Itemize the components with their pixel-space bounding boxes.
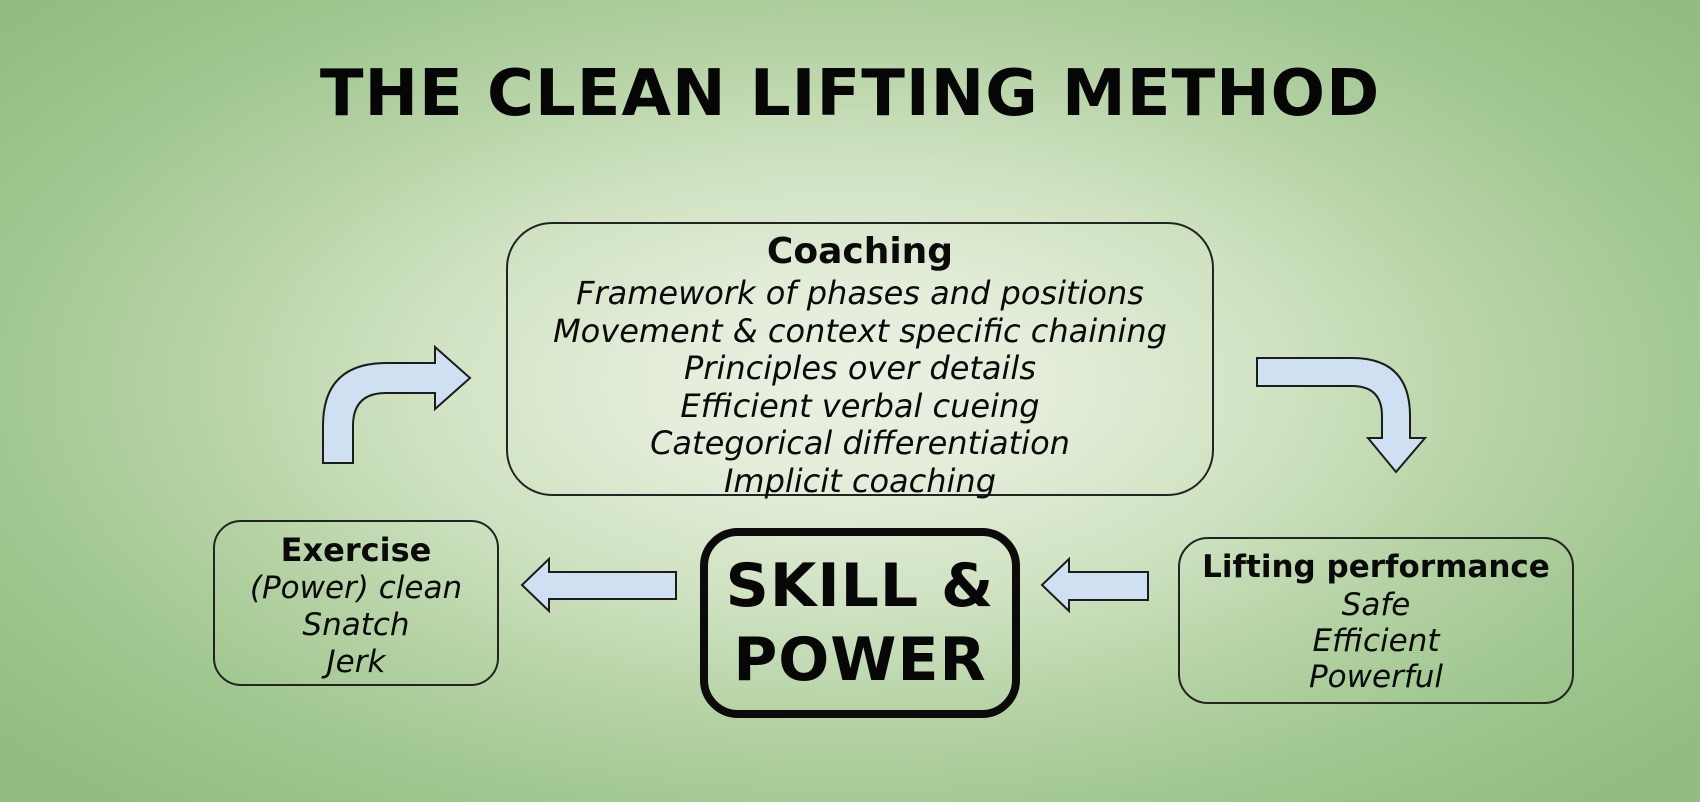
lifting-performance-item: Safe xyxy=(1341,587,1411,623)
exercise-item: (Power) clean xyxy=(249,570,463,606)
coaching-box-title: Coaching xyxy=(766,231,954,272)
exercise-box: Exercise (Power) clean Snatch Jerk xyxy=(213,520,499,686)
left-arrow-to-exercise-icon xyxy=(520,556,677,614)
bent-arrow-up-right-icon xyxy=(322,344,472,464)
lifting-performance-box-title: Lifting performance xyxy=(1202,549,1550,585)
coaching-item: Movement & context specific chaining xyxy=(553,311,1167,350)
left-arrow-to-skill-power-icon xyxy=(1040,556,1149,614)
skill-power-line: SKILL & xyxy=(725,551,995,621)
lifting-performance-box: Lifting performance Safe Efficient Power… xyxy=(1178,537,1574,704)
exercise-item: Snatch xyxy=(302,607,410,643)
coaching-item: Framework of phases and positions xyxy=(576,274,1144,312)
coaching-item: Categorical differentiation xyxy=(650,424,1070,462)
coaching-item: Implicit coaching xyxy=(723,461,997,500)
bent-arrow-right-down-icon xyxy=(1256,357,1428,474)
coaching-box: Coaching Framework of phases and positio… xyxy=(506,222,1214,499)
slide-title: THE CLEAN LIFTING METHOD xyxy=(319,57,1381,131)
exercise-box-title: Exercise xyxy=(280,531,432,569)
exercise-item: Jerk xyxy=(326,644,386,680)
skill-power-line: POWER xyxy=(733,625,987,695)
coaching-item: Efficient verbal cueing xyxy=(680,386,1040,425)
skill-power-box: SKILL & POWER xyxy=(700,528,1020,718)
lifting-performance-item: Powerful xyxy=(1308,659,1443,695)
lifting-performance-item: Efficient xyxy=(1312,623,1440,659)
coaching-item: Principles over details xyxy=(684,349,1036,387)
